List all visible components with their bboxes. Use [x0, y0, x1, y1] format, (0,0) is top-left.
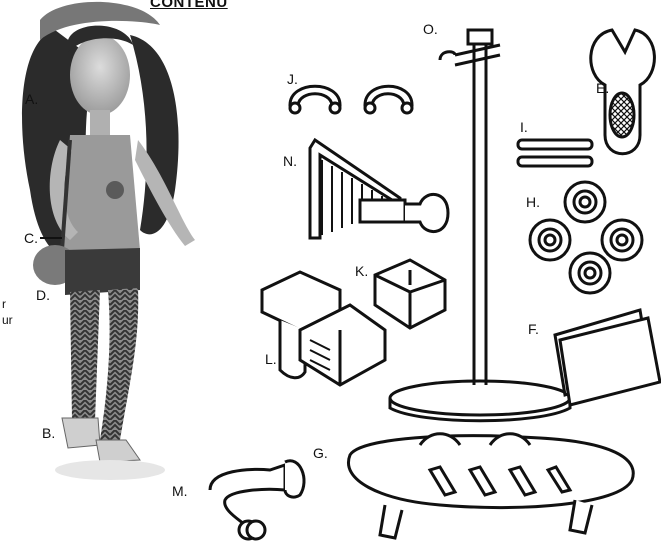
label-i: I. [520, 120, 528, 134]
sneakers-icon [62, 418, 140, 462]
label-m: M. [172, 484, 188, 498]
label-e: E. [596, 81, 609, 95]
block-piece-icon [375, 260, 445, 328]
label-k: K. [355, 264, 368, 278]
clips-icon [290, 86, 412, 113]
skateboard-icon [348, 434, 633, 538]
axle-pins-icon [518, 140, 592, 166]
label-c: C. [24, 231, 38, 245]
label-f: F. [528, 322, 539, 336]
page-title: CONTENU [150, 0, 228, 11]
label-g: G. [313, 446, 328, 460]
label-a: A. [25, 92, 38, 106]
label-d: D. [36, 288, 50, 302]
label-b: B. [42, 426, 55, 440]
label-l: L. [265, 352, 277, 366]
doll-figure-icon [22, 2, 195, 480]
label-n: N. [283, 154, 297, 168]
rope-icon [210, 461, 304, 539]
wheels-icon [530, 182, 642, 293]
side-text-line: r [2, 296, 6, 312]
ramp-piece-icon [262, 272, 385, 385]
label-j: J. [287, 72, 298, 86]
side-text-line: ur [2, 312, 13, 328]
skate-rail-icon [310, 140, 448, 238]
booklet-icon [555, 310, 660, 405]
label-h: H. [526, 195, 540, 209]
label-o: O. [423, 22, 438, 36]
